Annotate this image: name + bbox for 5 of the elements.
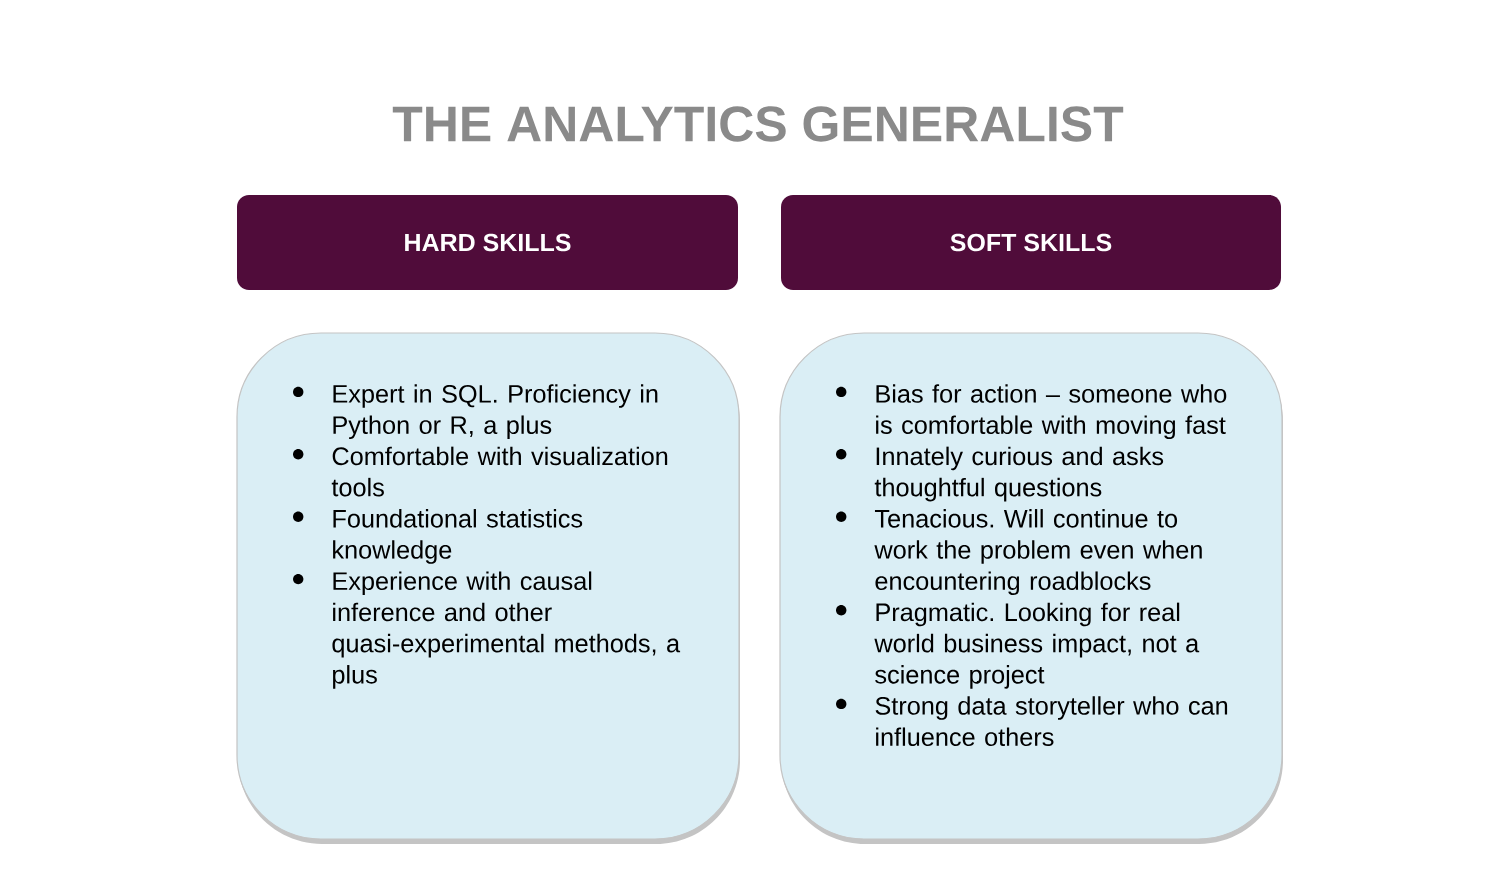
bullet-list-box: Bias for action – someone who is comfortable with moving fast Innately curious and asks thoughtful questions Tenacious. Will continue to work the problem even when encountering roadblocks Pragmatic. Looking for real world business impact, not a science project Strong data storyteller who can influence others: [779, 332, 1283, 840]
title: THE ANALYTICS GENERALIST: [392, 106, 1124, 142]
header-box: SOFT SKILLS: [781, 195, 1281, 290]
header-box: HARD SKILLS: [237, 195, 738, 290]
bullet-list-box: Expert in SQL. Proficiency in Python or R, a plus Comfortable with visualization tools Foundational statistics knowledge Experience with causal inference and other quasi-experimental methods, a plus: [236, 332, 740, 840]
